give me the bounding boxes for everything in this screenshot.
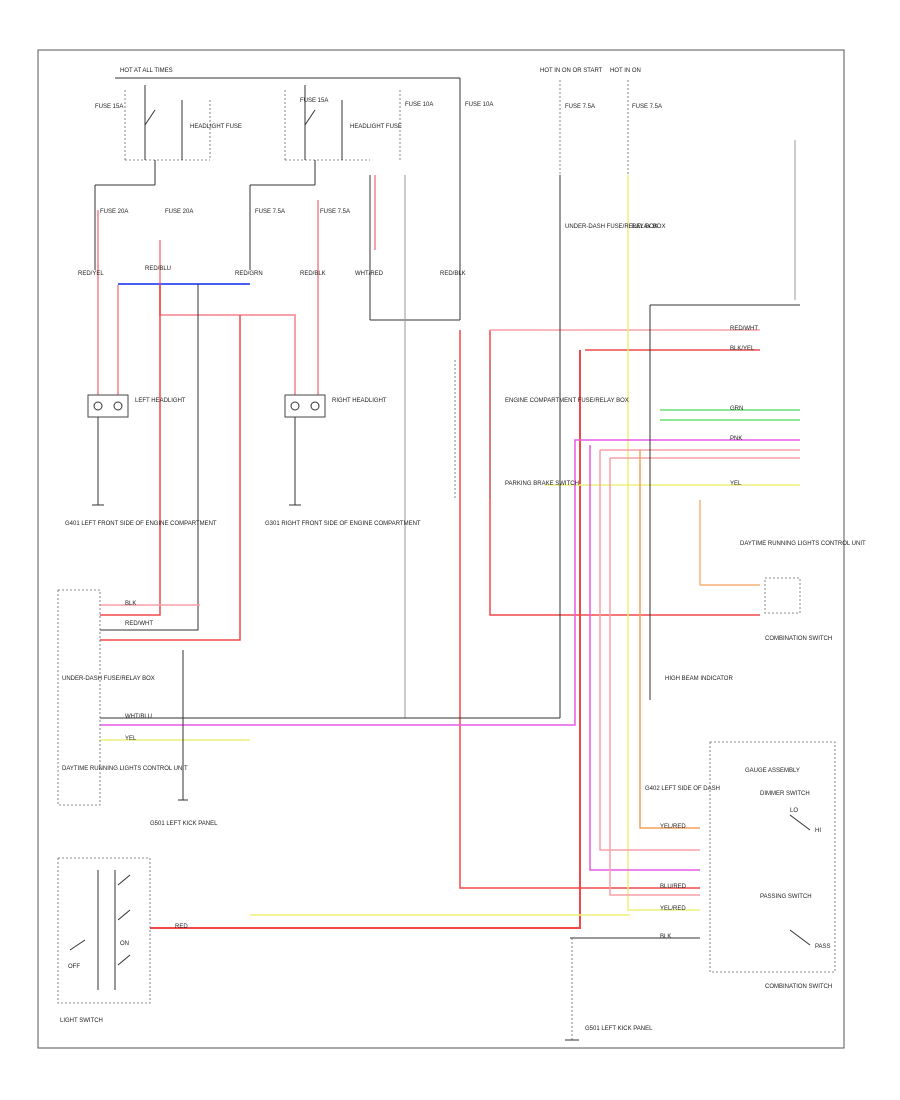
- fuse-label-f: FUSE 10A: [465, 102, 493, 108]
- gauge-assembly-label: GAUGE ASSEMBLY: [745, 768, 800, 774]
- wire-label-1: RED/YEL: [78, 271, 104, 277]
- wire-orange: [639, 450, 700, 829]
- wire-pink-group-3: [609, 458, 700, 896]
- wire-label-3: RED/GRN: [235, 271, 263, 277]
- wire-pink-2: [159, 240, 296, 395]
- on-label: ON: [120, 941, 129, 947]
- wire-label-14: GRN: [730, 406, 743, 412]
- indicator-label: HIGH BEAM INDICATOR: [665, 676, 733, 682]
- right-headlight-label: RIGHT HEADLIGHT: [332, 398, 387, 404]
- fuse-label-k: FUSE 7.5A: [565, 104, 595, 110]
- fuse-label-d: HEADLIGHT FUSE: [350, 124, 402, 130]
- lo-label: LO: [790, 808, 798, 814]
- relay-box-label: UNDER-DASH FUSE/RELAY BOX: [565, 224, 658, 230]
- light-switch: OFF ON LIGHT SWITCH: [57, 857, 151, 1024]
- hi-label: HI: [815, 828, 821, 834]
- combination-switch: GAUGE ASSEMBLY DIMMER SWITCH LO HI PASSI…: [709, 741, 836, 990]
- wire-label-8: RED/WHT: [125, 621, 153, 627]
- left-ground-label: G401 LEFT FRONT SIDE OF ENGINE COMPARTME…: [65, 521, 217, 527]
- fuse-label-i: FUSE 7.5A: [255, 209, 285, 215]
- fuse-label-b: HEADLIGHT FUSE: [190, 124, 242, 130]
- dimmer-switch-label: DIMMER SWITCH: [760, 791, 810, 797]
- wire-label-group: RED/YEL RED/BLU RED/GRN RED/BLK WHT/RED …: [78, 266, 758, 940]
- right-headlight: RIGHT HEADLIGHT G301 RIGHT FRONT SIDE OF…: [265, 394, 421, 527]
- combination-bottom-label: COMBINATION SWITCH: [765, 984, 832, 990]
- top-right-fuses: HOT IN ON OR START FUSE 7.5A HOT IN ON F…: [540, 68, 796, 300]
- passing-switch-label: PASSING SWITCH: [760, 894, 812, 900]
- wire-label-4: RED/BLK: [300, 271, 326, 277]
- wire-label-20: BLK: [660, 934, 671, 940]
- fuse-label-g: FUSE 20A: [100, 209, 128, 215]
- g501-label: G501 LEFT KICK PANEL: [585, 1026, 653, 1032]
- left-headlight-label: LEFT HEADLIGHT: [135, 398, 186, 404]
- wire-magenta: [100, 439, 800, 726]
- wire-label-6: RED/BLK: [440, 271, 466, 277]
- fuse-label-c: FUSE 15A: [300, 98, 328, 104]
- wire-label-5: WHT/RED: [355, 271, 384, 277]
- wire-black-2: [100, 315, 241, 641]
- wire-red-bottom: [150, 350, 581, 929]
- wire-pink-group-1: [589, 445, 700, 871]
- fuse-label-j: FUSE 7.5A: [320, 209, 350, 215]
- fuse-label-l: FUSE 7.5A: [632, 104, 662, 110]
- combination-switch-label: COMBINATION SWITCH: [765, 636, 832, 642]
- wire-red-relay: [100, 284, 161, 616]
- bottom-ground: G501 LEFT KICK PANEL: [565, 938, 653, 1041]
- relay-box-left: UNDER-DASH FUSE/RELAY BOX DAYTIME RUNNIN…: [57, 589, 218, 827]
- wire-label-2: RED/BLU: [145, 266, 171, 272]
- wire-label-17: YEL/RED: [660, 824, 686, 830]
- hot-label: HOT AT ALL TIMES: [120, 68, 173, 74]
- left-ground2-label: G501 LEFT KICK PANEL: [150, 821, 218, 827]
- wire-label-7: BLK: [125, 601, 136, 607]
- light-switch-label: LIGHT SWITCH: [60, 1018, 103, 1024]
- hot-run-label: HOT IN ON OR START: [540, 68, 603, 74]
- right-ground-label: G301 RIGHT FRONT SIDE OF ENGINE COMPARTM…: [265, 521, 421, 527]
- wire-pink-group-2: [599, 450, 700, 851]
- wire-yellow-long: [627, 175, 700, 911]
- relay-box-left-label: UNDER-DASH FUSE/RELAY BOX: [62, 676, 155, 682]
- wire-label-10: YEL: [125, 736, 137, 742]
- wire-red-long: [459, 330, 700, 889]
- center-connector: ENGINE COMPARTMENT FUSE/RELAY BOX PARKIN…: [454, 360, 629, 500]
- fuse-label-a: FUSE 15A: [95, 104, 123, 110]
- diagram-frame: [37, 49, 845, 1049]
- fuse-label-e: FUSE 10A: [405, 102, 433, 108]
- off-label: OFF: [68, 964, 80, 970]
- daytime-unit-label: DAYTIME RUNNING LIGHTS CONTROL UNIT: [740, 541, 866, 547]
- wire-black-1: [100, 284, 199, 631]
- daytime-left-label: DAYTIME RUNNING LIGHTS CONTROL UNIT: [62, 766, 188, 772]
- wire-label-19: YEL/RED: [660, 906, 686, 912]
- wire-label-18: BLU/RED: [660, 884, 687, 890]
- parking-brake-label: PARKING BRAKE SWITCH: [505, 481, 579, 487]
- left-headlight: LEFT HEADLIGHT G401 LEFT FRONT SIDE OF E…: [65, 394, 217, 527]
- hot-run2-label: HOT IN ON: [610, 68, 641, 74]
- wire-orange-2: [699, 500, 760, 586]
- pass-label: PASS: [815, 944, 831, 950]
- wire-label-9: WHT/BLU: [125, 714, 152, 720]
- g402-label: G402 LEFT SIDE OF DASH: [645, 786, 720, 792]
- wire-red-right-1: [489, 330, 760, 616]
- wire-label-16: YEL: [730, 481, 742, 487]
- fuse-label-h: FUSE 20A: [165, 209, 193, 215]
- wire-label-12: RED/WHT: [730, 326, 758, 332]
- wire-label-15: PNK: [730, 436, 742, 442]
- wire-label-13: BLK/YEL: [730, 346, 755, 352]
- relay-box-label-2: RELAY BOX: [632, 224, 665, 230]
- wire-label-11: RED: [175, 924, 188, 930]
- top-fuse-section: HOT AT ALL TIMES FUSE 15A HEADLIGHT FUSE…: [94, 68, 493, 321]
- connector-label: ENGINE COMPARTMENT FUSE/RELAY BOX: [505, 398, 629, 404]
